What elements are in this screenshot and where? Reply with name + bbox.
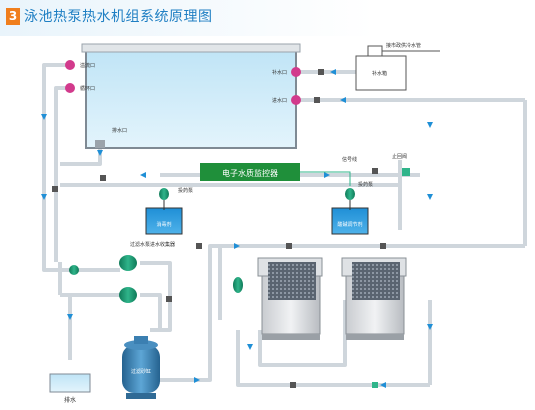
swimming-pool [81,43,301,149]
water-quality-monitor: 电子水质监控器 [200,163,300,181]
valves [52,69,410,388]
inlet-port-label: 进水口 [272,97,287,104]
booster-pump [233,277,243,293]
circulation-label: 循环口 [80,85,95,92]
sand-filter: 过滤砂缸 [122,336,160,399]
circulation-pump-1 [119,255,137,271]
makeup-port-label: 补水口 [272,69,287,76]
inlet-port: 进水口 [272,95,301,105]
pipe-network [42,63,527,387]
title-bar: 3 泳池热泵热水机组系统原理图 [0,0,535,36]
drain-port: 排水口 [95,127,127,148]
dosing-pump-right-label: 投药泵 [358,181,373,188]
makeup-tank-label: 补水箱 [372,70,387,77]
filter-label: 过滤砂缸 [131,368,151,375]
drain-label: 排水 [64,396,76,404]
page-title: 泳池热泵热水机组系统原理图 [24,9,213,25]
disinfectant-label: 消毒剂 [156,221,171,228]
city-water-label: 接市政供冷水管 [386,42,421,49]
makeup-tank: 补水箱 接市政供冷水管 [355,42,440,91]
check-valve-label: 止回阀 [392,153,407,160]
overflow-label: 溢流口 [80,62,95,69]
circulation-pump-2 [119,287,137,303]
drain-port-label: 排水口 [112,127,127,134]
pump-group-label: 过滤水泵进水收集器 [130,241,175,248]
section-number: 3 [6,8,20,25]
monitor-label: 电子水质监控器 [222,168,278,178]
signal-line-label: 信号线 [342,156,357,163]
heat-pump-unit-1 [257,257,323,340]
makeup-port: 补水口 [272,67,301,77]
dosing-pump-left-label: 投药泵 [178,187,193,194]
signal-wire [300,171,351,186]
collector-pump [69,265,79,275]
flow-arrows [41,69,433,388]
heat-pump-unit-2 [341,257,407,340]
dosing-tank-disinfectant: 消毒剂 投药泵 [145,187,193,235]
dosing-tank-ph: 酸碱调节剂 投药泵 [331,181,373,235]
ph-adjuster-label: 酸碱调节剂 [337,221,362,228]
circulation-port: 循环口 [65,83,95,93]
drain-basin: 排水 [49,373,91,404]
overflow-port: 溢流口 [65,60,95,70]
